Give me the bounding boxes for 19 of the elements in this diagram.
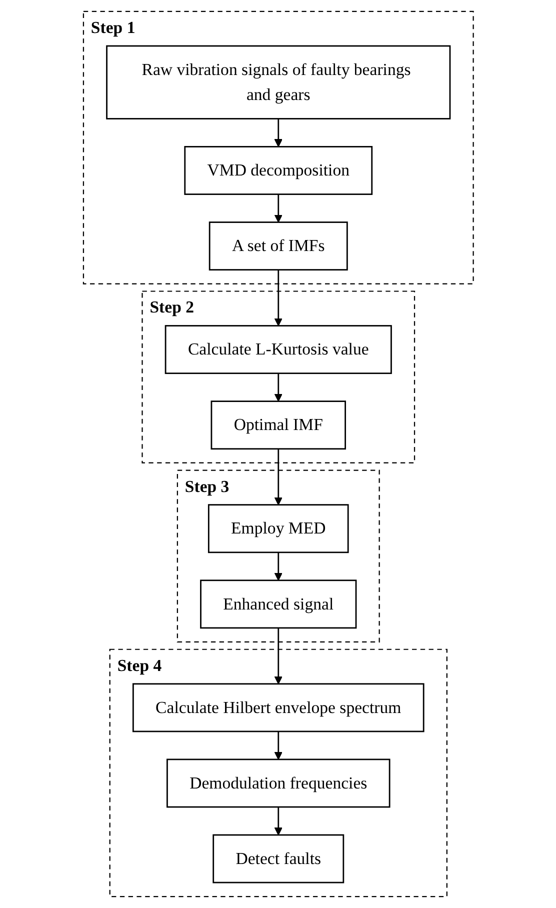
arrow [274,628,282,684]
node-box: A set of IMFs [208,222,348,270]
arrow [274,448,282,506]
arrow [274,118,282,148]
node-box: Demodulation frequencies [166,758,390,808]
arrow [274,373,282,402]
node-box: Optimal IMF [210,400,346,450]
arrow [274,270,282,326]
node-box: Raw vibration signals of faulty bearings and gears [106,45,450,120]
arrow [274,807,282,836]
node-box: Employ MED [208,504,348,554]
arrow [274,194,282,223]
arrow [274,552,282,581]
node-box: Calculate Hilbert envelope spectrum [132,683,424,732]
node-box: VMD decomposition [184,146,372,195]
node-box: Calculate L-Kurtosis value [164,325,392,374]
node-box: Enhanced signal [200,580,356,629]
arrow [274,731,282,760]
node-box: Detect faults [212,834,344,884]
